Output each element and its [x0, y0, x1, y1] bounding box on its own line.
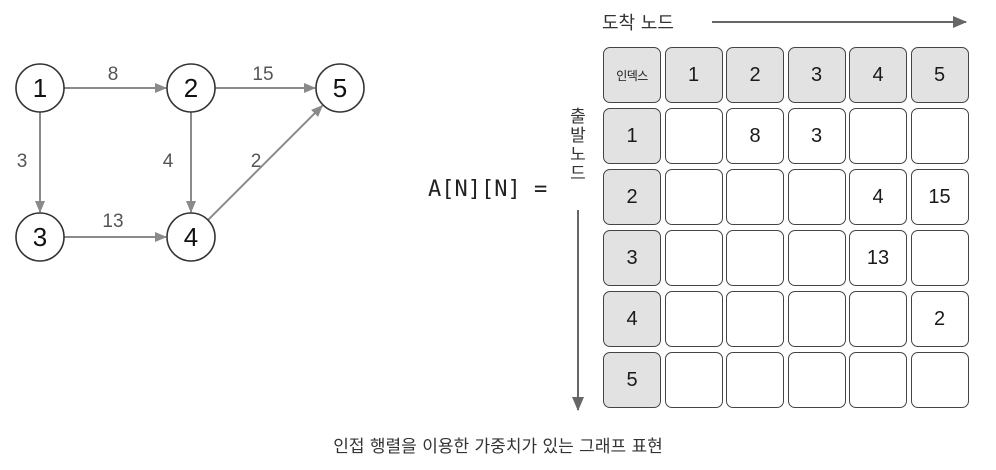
matrix-row-header: 1: [603, 108, 661, 164]
graph-node-circle: [166, 212, 216, 262]
matrix-cell: 3: [787, 108, 846, 164]
matrix-row-header: 2: [603, 169, 661, 225]
matrix-label: A[N][N] =: [428, 177, 548, 202]
matrix-cell: [849, 108, 907, 164]
matrix-cell: [787, 291, 846, 347]
matrix-cell: [787, 230, 846, 286]
edge-4-5: [207, 104, 324, 221]
matrix-cell: 2: [910, 291, 969, 347]
matrix-cell: [849, 291, 907, 347]
matrix-cell: 4: [849, 169, 907, 225]
graph-node-circle: [315, 63, 365, 113]
weighted-graph-diagram: 8 15 3 4 2 13 1 2 3 4 5: [15, 63, 365, 262]
matrix-cell: [726, 352, 784, 408]
matrix-cell: [664, 108, 723, 164]
graph-node-label: 1: [33, 73, 47, 103]
edge-weight-2-4: 4: [163, 151, 174, 172]
matrix-cell: [910, 352, 969, 408]
matrix-cell: [910, 108, 969, 164]
matrix-cell: 8: [726, 108, 784, 164]
edge-weight-3-4: 13: [102, 211, 123, 232]
matrix-cell: [787, 169, 846, 225]
graph-node-circle: [15, 63, 65, 113]
graph-node-2: 2: [166, 63, 216, 113]
edge-weight-4-5: 2: [251, 151, 262, 172]
edge-weight-2-5: 15: [252, 64, 273, 85]
matrix-col-header: 5: [910, 47, 969, 103]
col-axis-label: 도착 노드: [602, 13, 674, 34]
graph-node-3: 3: [15, 212, 65, 262]
graph-node-label: 3: [33, 222, 47, 252]
graph-node-5: 5: [315, 63, 365, 113]
edge-weight-1-3: 3: [17, 151, 28, 172]
matrix-row-header: 5: [603, 352, 661, 408]
graph-node-4: 4: [166, 212, 216, 262]
graph-node-label: 2: [184, 73, 198, 103]
matrix-row-header: 4: [603, 291, 661, 347]
matrix-cell: [726, 169, 784, 225]
matrix-cell: [664, 291, 723, 347]
matrix-col-header: 2: [726, 47, 784, 103]
graph-node-label: 5: [333, 73, 347, 103]
matrix-cell: [849, 352, 907, 408]
matrix-row-header: 3: [603, 230, 661, 286]
matrix-cell: [664, 230, 723, 286]
matrix-col-header: 3: [787, 47, 846, 103]
matrix-cell: 15: [910, 169, 969, 225]
matrix-corner-label: 인덱스: [603, 47, 661, 103]
matrix-cell: 13: [849, 230, 907, 286]
graph-node-circle: [166, 63, 216, 113]
matrix-cell: [664, 352, 723, 408]
matrix-col-header: 1: [664, 47, 723, 103]
matrix-cell: [726, 230, 784, 286]
graph-node-label: 4: [184, 222, 198, 252]
edge-weight-1-2: 8: [108, 64, 119, 85]
graph-node-1: 1: [15, 63, 65, 113]
matrix-cell: [910, 230, 969, 286]
row-axis-label: 출발 노드: [570, 107, 586, 184]
matrix-cell: [726, 291, 784, 347]
matrix-cell: [787, 352, 846, 408]
figure-caption: 인접 행렬을 이용한 가중치가 있는 그래프 표현: [333, 437, 663, 457]
matrix-col-header: 4: [849, 47, 907, 103]
graph-node-circle: [15, 212, 65, 262]
matrix-cell: [664, 169, 723, 225]
